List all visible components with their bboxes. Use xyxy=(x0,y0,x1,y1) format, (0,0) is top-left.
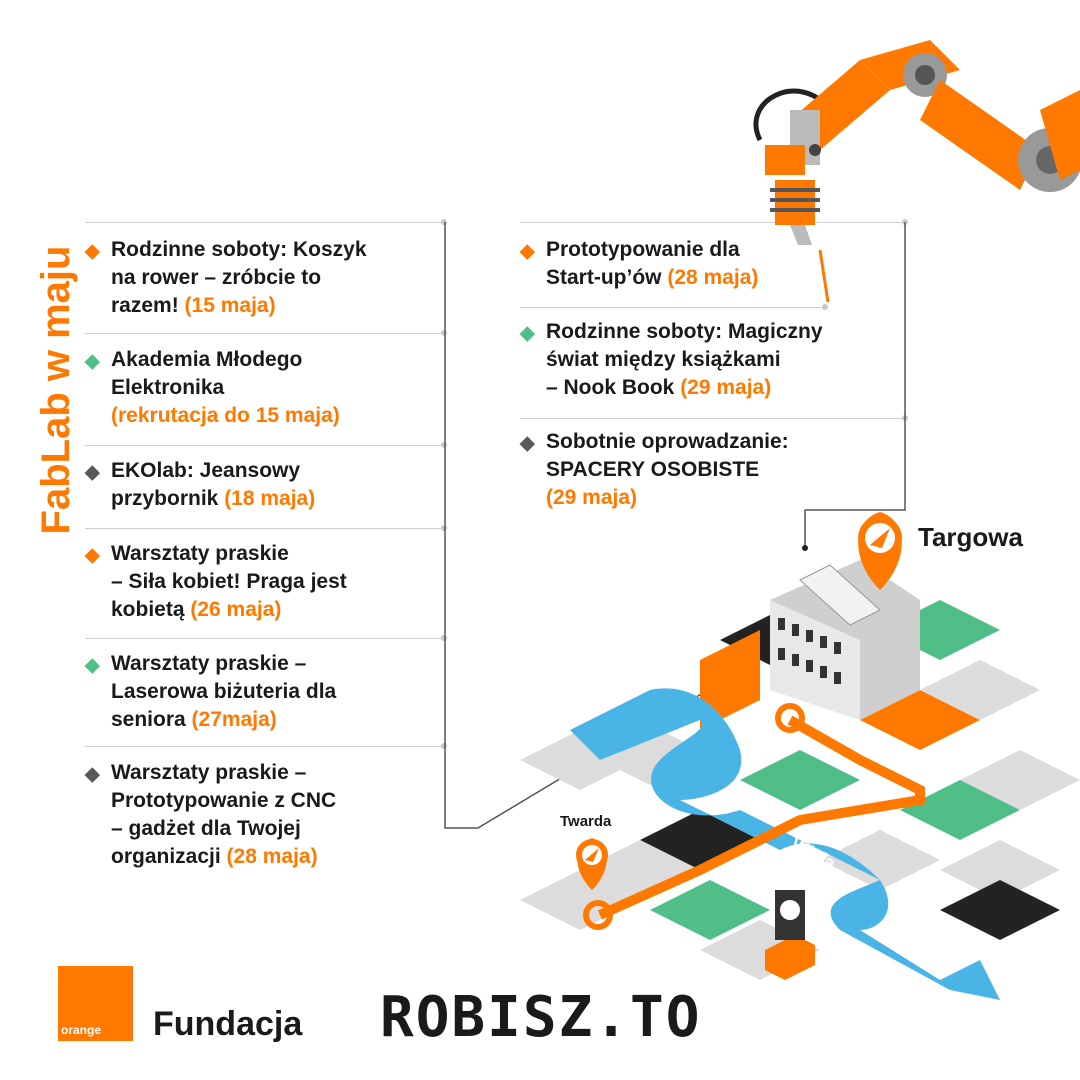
diamond-marker-icon: ◆ xyxy=(520,323,535,344)
diamond-marker-icon: ◆ xyxy=(520,241,535,262)
event-line: Warsztaty praskie – xyxy=(111,652,307,675)
separator xyxy=(520,307,825,308)
event-line: Elektronika xyxy=(111,376,225,399)
event-line: (rekrutacja do 15 maja) xyxy=(111,402,340,430)
event-line: EKOlab: Jeansowy xyxy=(111,459,301,482)
orange-logo-text: orange xyxy=(61,1023,102,1037)
fundacja-label: Fundacja xyxy=(153,1005,303,1043)
separator xyxy=(520,418,905,419)
event-line: – Nook Book (29 maja) xyxy=(546,376,772,399)
event-text: Warsztaty praskie – Prototypowanie z CNC –… xyxy=(111,759,336,871)
robisz-logo: ROBISZ.TO xyxy=(380,985,702,1050)
separator xyxy=(85,638,445,639)
event-text: EKOlab: Jeansowy przybornik (18 maja) xyxy=(111,457,315,513)
event-line: przybornik (18 maja) xyxy=(111,487,316,510)
building-icon xyxy=(770,560,920,720)
separator xyxy=(85,746,445,747)
event-line: Sobotnie oprowadzanie: xyxy=(546,430,789,453)
targowa-pin-icon xyxy=(858,512,902,590)
separator xyxy=(520,222,905,223)
event-line: Akademia Młodego xyxy=(111,348,303,371)
separator xyxy=(85,333,445,334)
separator-dot xyxy=(441,442,447,448)
event-line: seniora (27maja) xyxy=(111,708,277,731)
diamond-marker-icon: ◆ xyxy=(85,764,100,785)
mermaid-statue-icon xyxy=(765,890,815,980)
event-line: Start-up’ów (28 maja) xyxy=(546,266,759,289)
diamond-marker-icon: ◆ xyxy=(85,351,100,372)
orange-logo: orange xyxy=(58,966,133,1041)
separator xyxy=(85,445,445,446)
event-line: – gadżet dla Twojej xyxy=(111,817,301,840)
event-line: Prototypowanie z CNC xyxy=(111,789,337,812)
event-line: Warsztaty praskie – xyxy=(111,761,307,784)
twarda-pin-icon xyxy=(576,838,608,890)
robot-arm-icon xyxy=(753,40,1080,245)
place-label-targowa: Targowa xyxy=(918,522,1023,552)
separator-dot xyxy=(441,330,447,336)
diamond-marker-icon: ◆ xyxy=(85,241,100,262)
event-date: (15 maja) xyxy=(184,294,276,317)
event-line: Warsztaty praskie xyxy=(111,542,289,565)
separator-dot xyxy=(822,304,828,310)
event-line: razem! (15 maja) xyxy=(111,294,276,317)
event-text: Warsztaty praskie – Siła kobiet! Praga je… xyxy=(111,540,347,624)
event-text: Rodzinne soboty: Magiczny świat między ks… xyxy=(546,318,823,402)
diamond-marker-icon: ◆ xyxy=(520,433,535,454)
event-line: na rower – zróbcie to xyxy=(111,266,322,289)
event-line: organizacji (28 maja) xyxy=(111,845,318,868)
separator xyxy=(85,222,445,223)
event-date: (28 maja) xyxy=(226,845,318,868)
event-date: (rekrutacja do 15 maja) xyxy=(111,404,340,427)
map-tiles xyxy=(520,600,1080,980)
event-date: (29 maja) xyxy=(680,376,772,399)
separator-dot xyxy=(441,743,447,749)
event-line: kobietą (26 maja) xyxy=(111,598,282,621)
separator-dot xyxy=(441,525,447,531)
diamond-marker-icon: ◆ xyxy=(85,655,100,676)
event-line: Prototypowanie dla xyxy=(546,238,740,261)
event-date: (27maja) xyxy=(191,708,277,731)
event-text: Sobotnie oprowadzanie: SPACERY OSOBISTE (2… xyxy=(546,428,789,512)
place-label-twarda: Twarda xyxy=(560,813,612,830)
event-date: (29 maja) xyxy=(546,486,638,509)
separator-dot xyxy=(441,635,447,641)
diamond-marker-icon: ◆ xyxy=(85,462,100,483)
separator-dot xyxy=(441,219,447,225)
river-label: Wisła xyxy=(788,834,840,874)
event-date: (28 maja) xyxy=(667,266,759,289)
event-date: (18 maja) xyxy=(224,487,316,510)
event-line: świat między książkami xyxy=(546,348,781,371)
event-text: Warsztaty praskie – Laserowa biżuteria dl… xyxy=(111,650,336,734)
event-date: (26 maja) xyxy=(190,598,282,621)
event-line: – Siła kobiet! Praga jest xyxy=(111,570,347,593)
event-text: Rodzinne soboty: Koszyk na rower – zróbci… xyxy=(111,236,367,320)
event-line: (29 maja) xyxy=(546,484,789,512)
diamond-marker-icon: ◆ xyxy=(85,545,100,566)
event-line: Rodzinne soboty: Koszyk xyxy=(111,238,367,261)
separator xyxy=(85,528,445,529)
event-line: SPACERY OSOBISTE xyxy=(546,458,760,481)
event-line: Laserowa biżuteria dla xyxy=(111,680,337,703)
event-line: Rodzinne soboty: Magiczny xyxy=(546,320,823,343)
